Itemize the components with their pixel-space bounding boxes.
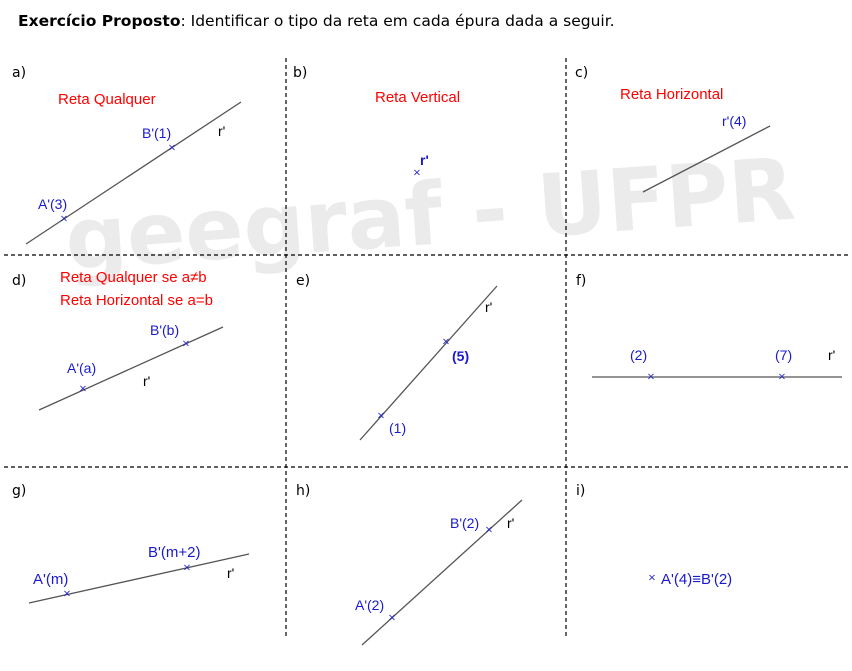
cell-letter-i: i) [576, 483, 585, 499]
tick-d-2: × [182, 339, 190, 350]
tick-f-2: × [778, 372, 786, 383]
line-label-c: r'(4) [722, 113, 746, 129]
tick-a-1: × [60, 214, 68, 225]
tick-h-2: × [485, 525, 493, 536]
point-label-a-1: A'(3) [38, 196, 67, 212]
point-label-e-1: (1) [389, 420, 406, 436]
tick-d-1: × [79, 384, 87, 395]
line-a [25, 101, 242, 245]
line-h [361, 499, 523, 646]
tick-g-1: × [63, 589, 71, 600]
cell-letter-b: b) [293, 65, 307, 81]
point-label-f-2: (7) [775, 347, 792, 363]
point-label-h-2: B'(2) [450, 515, 479, 531]
line-g [28, 553, 250, 604]
cell-letter-e: e) [296, 273, 310, 289]
cell-letter-d: d) [12, 273, 26, 289]
answer-c: Reta Horizontal [620, 86, 723, 103]
line-label-a: r' [218, 123, 225, 139]
tick-i-1: × [648, 573, 656, 584]
heading-instruction: : Identificar o tipo da reta em cada épu… [180, 12, 615, 30]
line-label-g: r' [227, 565, 234, 581]
line-label-e: r' [485, 299, 492, 315]
point-label-d-2: B'(b) [150, 322, 179, 338]
line-label-f: r' [828, 347, 835, 363]
line-label-d: r' [143, 373, 150, 389]
cell-letter-g: g) [12, 483, 26, 499]
tick-f-1: × [647, 372, 655, 383]
tick-b-1: × [413, 168, 421, 179]
point-label-h-1: A'(2) [355, 597, 384, 613]
answer-d-line2: Reta Horizontal se a=b [60, 292, 213, 309]
point-label-d-1: A'(a) [67, 360, 96, 376]
tick-g-2: × [183, 563, 191, 574]
tick-e-1: × [377, 411, 385, 422]
line-label-h: r' [507, 515, 514, 531]
exercise-heading: Exercício Proposto: Identificar o tipo d… [18, 12, 615, 30]
point-label-g-1: A'(m) [33, 571, 68, 588]
line-d [38, 326, 224, 411]
line-c [642, 125, 771, 193]
point-label-i-1: A'(4)≡B'(2) [661, 571, 732, 588]
answer-d-line1: Reta Qualquer se a≠b [60, 269, 207, 286]
tick-e-2: × [442, 337, 450, 348]
heading-title: Exercício Proposto [18, 12, 181, 30]
line-label-b: r' [420, 152, 429, 168]
cell-letter-h: h) [296, 483, 310, 499]
point-label-e-2: (5) [452, 348, 469, 364]
point-label-g-2: B'(m+2) [148, 544, 200, 561]
answer-b: Reta Vertical [375, 89, 460, 106]
watermark: geegraf - UFPR [62, 140, 798, 291]
point-label-a-2: B'(1) [142, 125, 171, 141]
cell-letter-c: c) [575, 65, 588, 81]
tick-h-1: × [388, 613, 396, 624]
point-label-f-1: (2) [630, 347, 647, 363]
cell-letter-a: a) [12, 65, 26, 81]
answer-a: Reta Qualquer [58, 91, 156, 108]
tick-a-2: × [168, 143, 176, 154]
cell-letter-f: f) [576, 273, 586, 289]
line-e [359, 285, 498, 441]
